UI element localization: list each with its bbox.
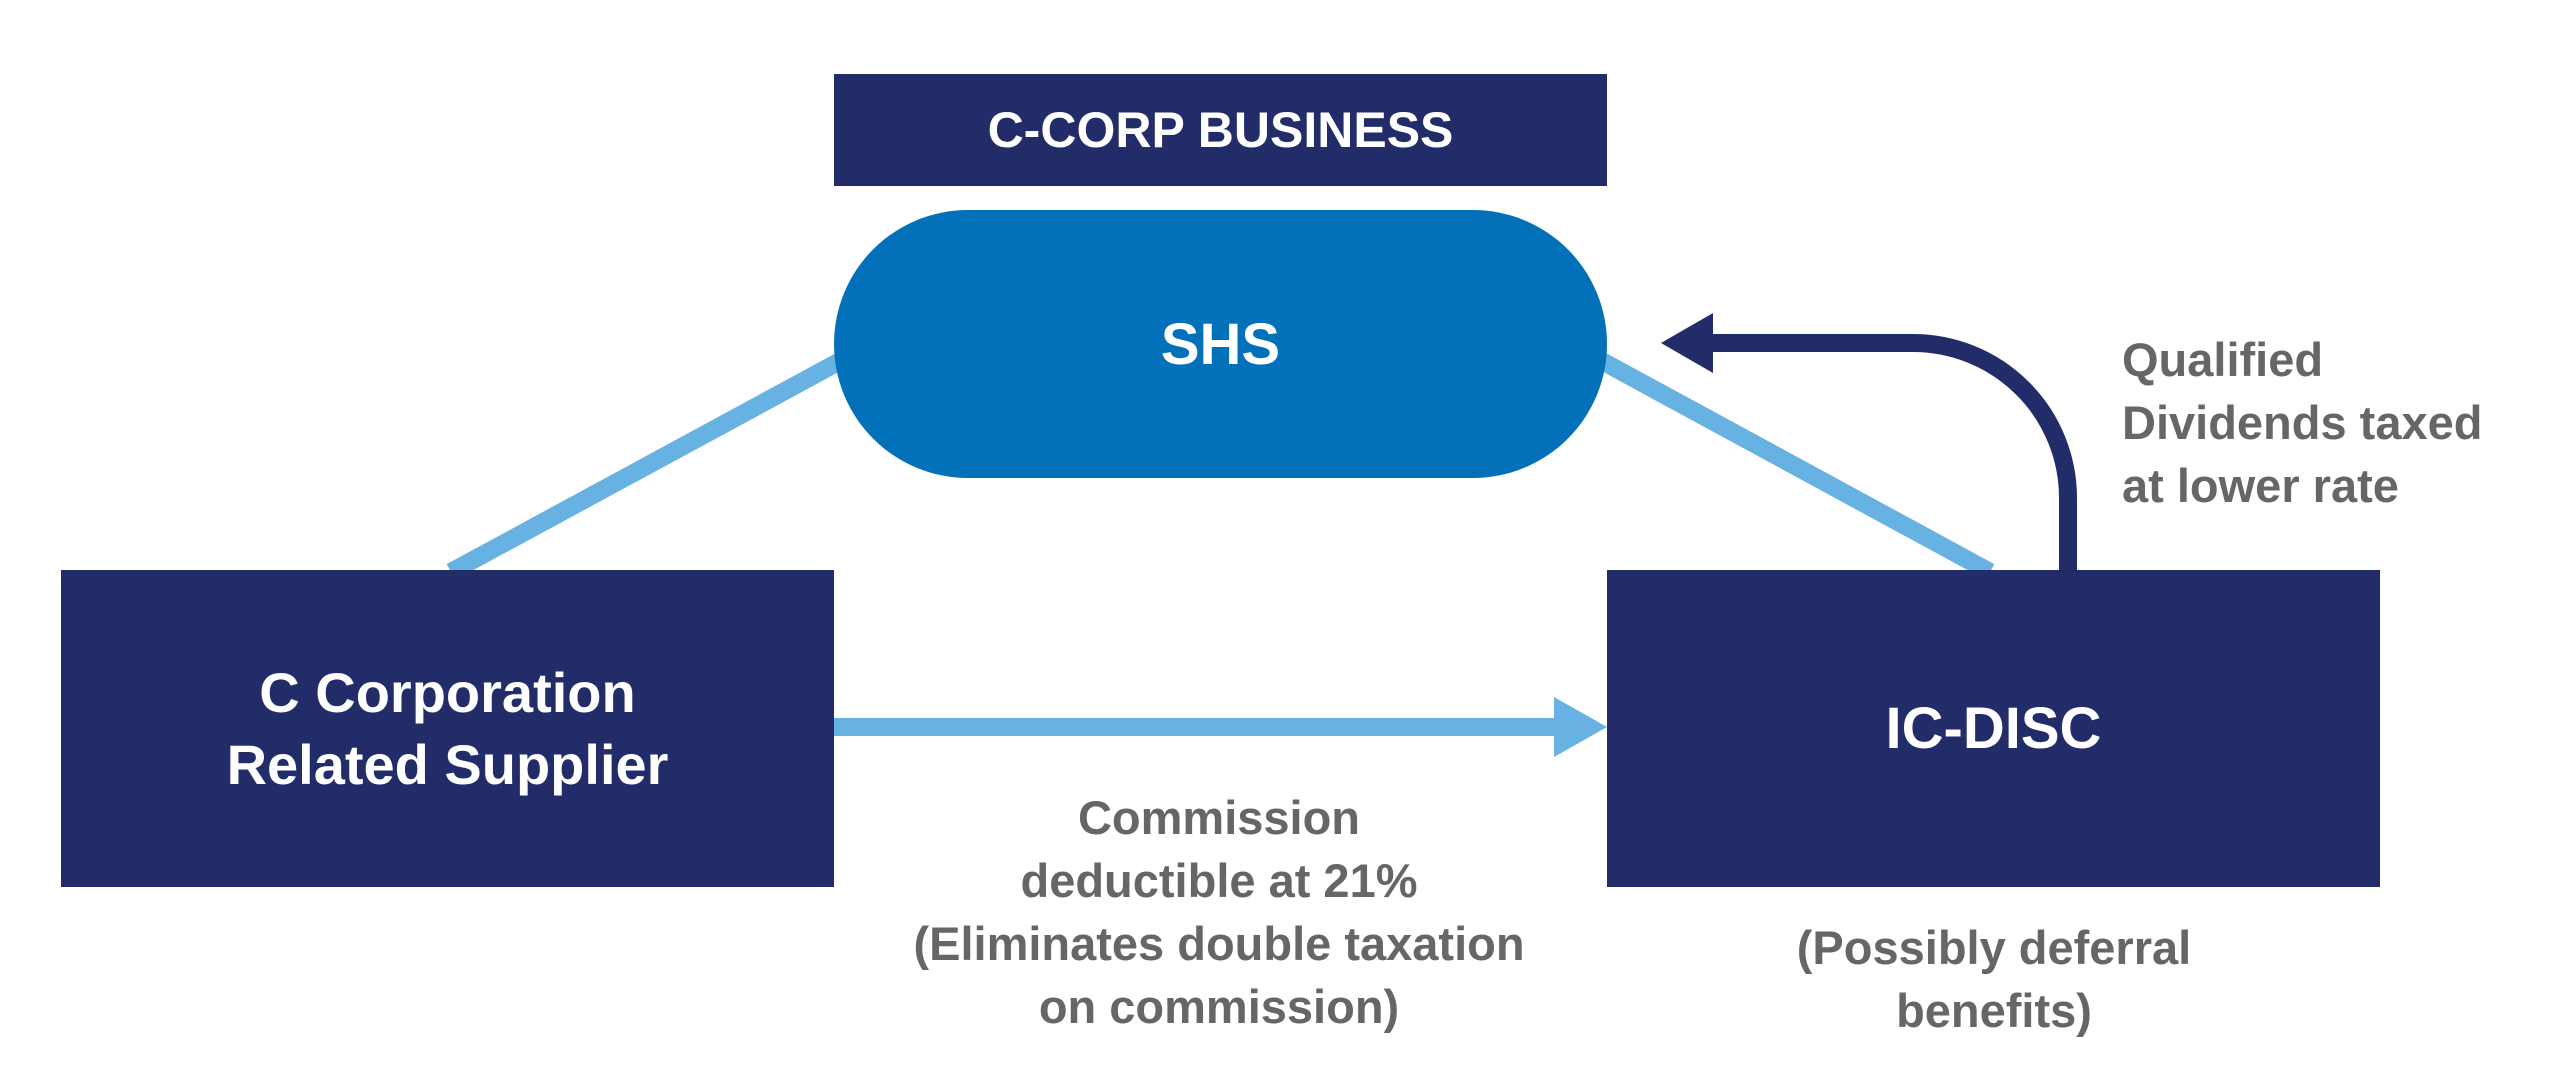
commission-arrow	[834, 697, 1607, 757]
deferral-caption-line-1: (Possibly deferral	[1796, 921, 2192, 974]
commission-caption: Commission deductible at 21% (Eliminates…	[819, 786, 1619, 1038]
shs-node: SHS	[834, 210, 1607, 478]
dividends-caption-line-3: at lower rate	[2122, 459, 2399, 512]
c-corp-business-label: C-CORP BUSINESS	[987, 102, 1454, 158]
commission-caption-line-2: deductible at 21%	[1020, 854, 1418, 907]
c-corp-business-header: C-CORP BUSINESS	[834, 74, 1607, 186]
dividends-caption-line-1: Qualified	[2122, 333, 2324, 386]
supplier-label-line-1: C Corporation	[259, 660, 636, 724]
commission-arrowhead-icon	[1554, 697, 1607, 757]
ic-disc-label: IC-DISC	[1885, 696, 2102, 761]
dividends-caption: Qualified Dividends taxed at lower rate	[2122, 328, 2482, 517]
supplier-to-shs-line	[446, 352, 847, 580]
c-corporation-supplier-node: C Corporation Related Supplier	[61, 570, 834, 887]
shs-label: SHS	[1160, 311, 1281, 377]
deferral-caption: (Possibly deferral benefits)	[1694, 916, 2294, 1042]
dividends-caption-line-2: Dividends taxed	[2122, 396, 2483, 449]
dividend-arrow	[1661, 313, 2077, 572]
dividend-arrowhead-icon	[1661, 313, 1713, 373]
supplier-label-line-2: Related Supplier	[226, 732, 669, 796]
commission-caption-line-4: on commission)	[1038, 980, 1400, 1033]
deferral-caption-line-2: benefits)	[1896, 984, 2092, 1037]
ic-disc-node: IC-DISC	[1607, 570, 2380, 887]
shs-to-icdisc-line	[1595, 352, 1995, 580]
dividend-arrow-shaft	[1708, 334, 2077, 572]
commission-caption-line-1: Commission	[1077, 791, 1361, 844]
commission-caption-line-3: (Eliminates double taxation	[913, 917, 1525, 970]
